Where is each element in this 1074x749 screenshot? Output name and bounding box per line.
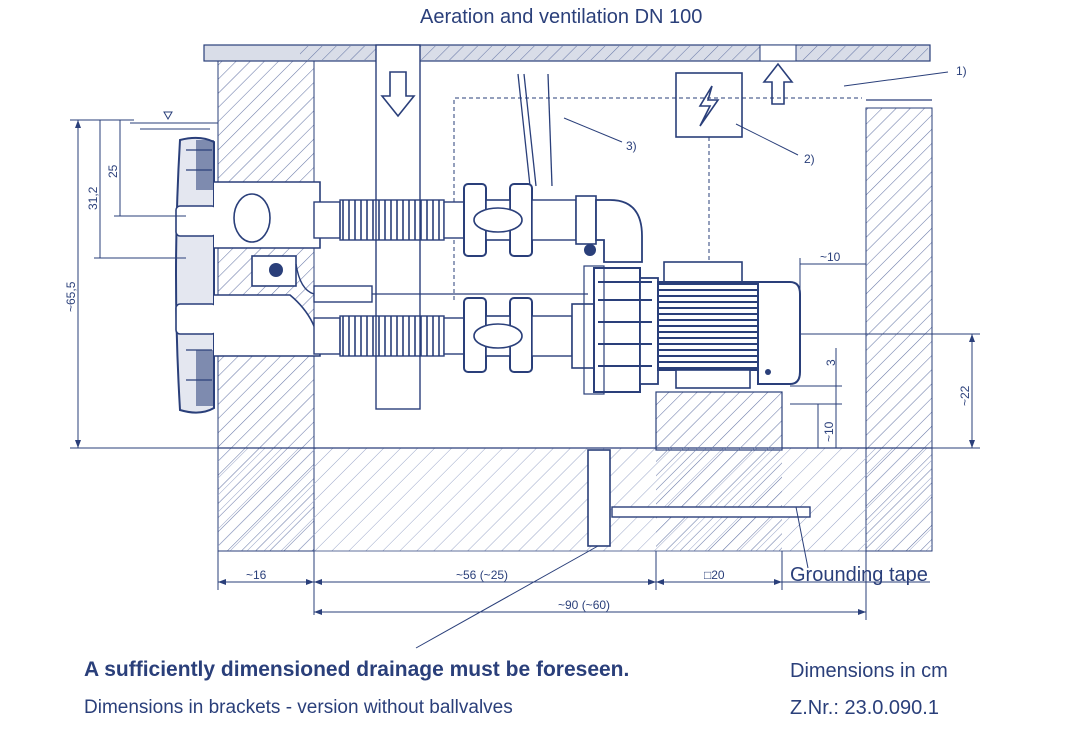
upper-corrugated-pipe xyxy=(313,199,465,241)
pump-housing xyxy=(583,265,659,395)
dim-56: ~56 (~25) xyxy=(456,568,509,582)
dim-10-side: ~10 xyxy=(822,421,836,442)
drawing-title: Aeration and ventilation DN 100 xyxy=(420,6,703,28)
grounding-tape xyxy=(611,506,811,569)
dim-90: ~90 (~60) xyxy=(558,598,611,612)
lower-corrugated-pipe xyxy=(313,315,465,357)
units-note: Dimensions in cm xyxy=(790,660,948,682)
drainage-pipe xyxy=(415,449,611,649)
ventilation-arrow-up xyxy=(759,44,797,105)
dim-22: ~22 xyxy=(958,385,972,406)
callout-1: 1) xyxy=(956,64,967,78)
callout-leaders xyxy=(563,71,949,156)
callout-3: 3) xyxy=(626,139,637,153)
grounding-label: Grounding tape xyxy=(790,564,928,586)
brackets-note: Dimensions in brackets - version without… xyxy=(84,697,513,718)
callout-2: 2) xyxy=(804,152,815,166)
air-hose xyxy=(295,263,588,303)
wall-fitting xyxy=(175,136,321,414)
drawing-number: Z.Nr.: 23.0.090.1 xyxy=(790,697,939,719)
dim-25: 25 xyxy=(106,164,120,178)
electrical-box xyxy=(675,72,743,270)
floor-slab xyxy=(218,447,932,552)
dim-10-top: ~10 xyxy=(820,250,841,264)
dimension-arrows xyxy=(75,120,975,615)
drainage-note: A sufficiently dimensioned drainage must… xyxy=(84,658,630,681)
dim-16: ~16 xyxy=(246,568,267,582)
pump-motor xyxy=(657,261,801,389)
upper-ball-valve xyxy=(463,183,643,263)
air-tubes xyxy=(517,73,553,187)
dim-3: 3 xyxy=(824,359,838,366)
dim-65: ~65,5 xyxy=(64,281,78,312)
top-slab xyxy=(203,44,931,62)
dimension-lines xyxy=(70,119,980,620)
dim-20: □20 xyxy=(704,568,725,582)
water-level xyxy=(130,111,218,130)
motor-pedestal xyxy=(655,391,783,551)
lower-ball-valve xyxy=(463,297,595,373)
dim-31: 31,2 xyxy=(86,186,100,210)
